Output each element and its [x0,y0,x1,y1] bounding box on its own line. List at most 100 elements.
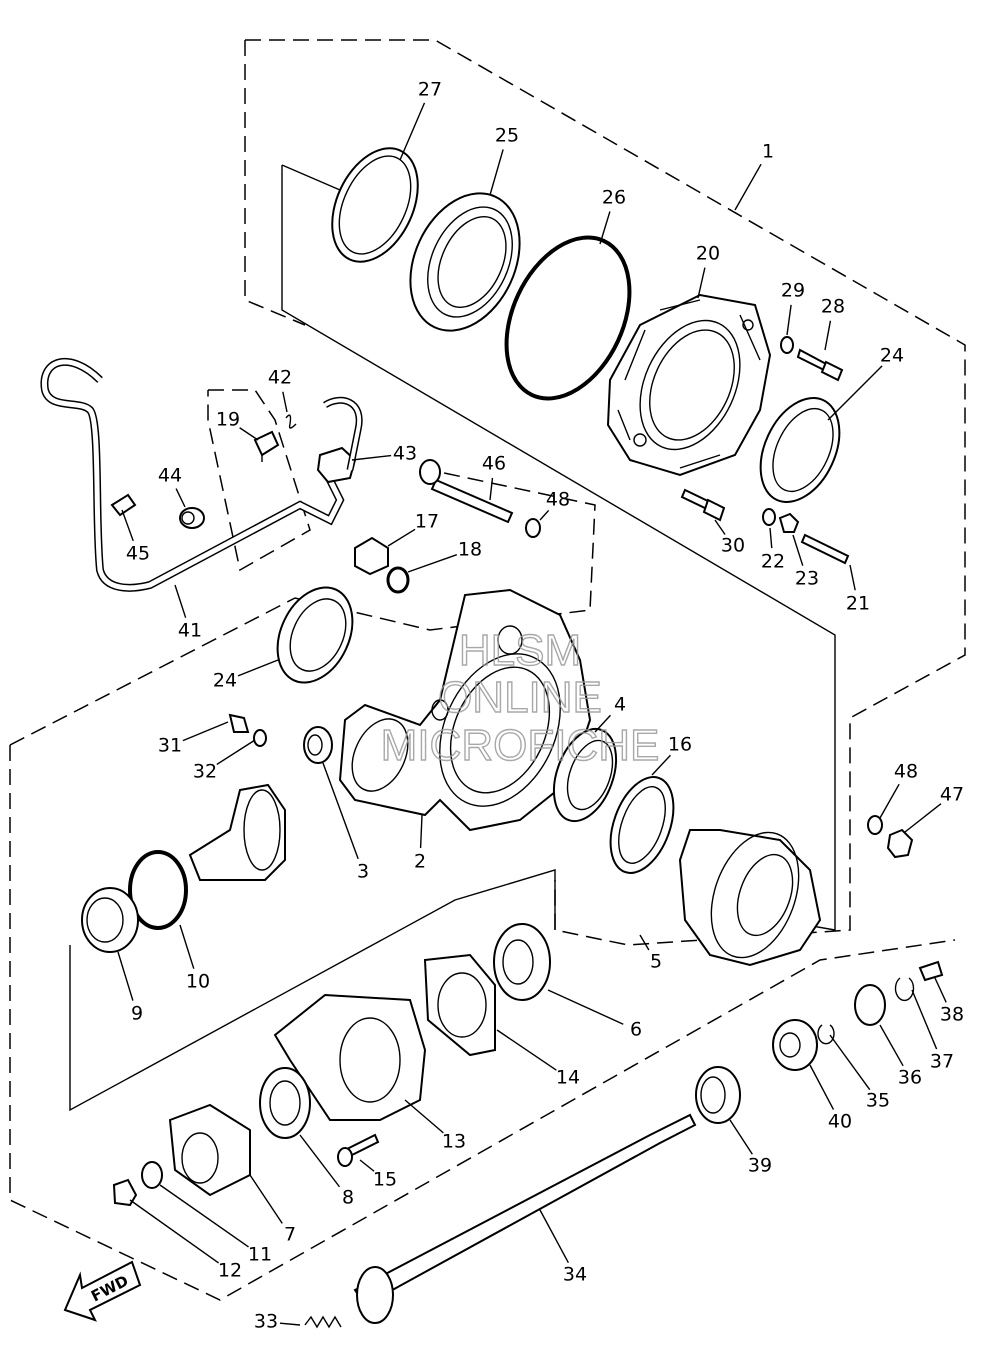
callout-label-12: 12 [218,1260,242,1282]
part-21-stud-bolt [800,533,850,565]
part-20-housing-cover [606,293,772,477]
part-18-gasket [386,566,410,594]
part-33-spring [304,1315,342,1329]
callout-label-10: 10 [186,971,210,993]
callout-label-6: 6 [630,1019,642,1041]
part-30-bolt [680,488,726,522]
callout-label-36: 36 [898,1067,922,1089]
leader-line-47 [904,803,942,833]
part-6-ball-bearing [493,923,551,1001]
callout-label-19: 19 [216,409,240,431]
leader-line-34 [539,1209,569,1264]
part-47-nut [886,828,914,859]
callout-label-43: 43 [393,443,417,465]
leader-line-3 [322,762,359,860]
leader-line-31 [182,721,229,742]
leader-line-8 [299,1134,341,1188]
part-36-bearing [854,984,886,1026]
part-16-shim [609,776,675,874]
callout-label-27: 27 [418,79,442,101]
callout-label-3: 3 [357,861,369,883]
part-46-long-bolt [419,459,514,524]
part-27-o-ring [331,147,419,263]
leader-line-30 [714,519,726,535]
leader-line-6 [547,989,624,1025]
callout-label-4: 4 [614,694,626,716]
group-line-top [281,164,341,191]
part-2-gear-case [338,588,592,832]
leader-line-46 [489,477,494,501]
leader-line-20 [697,267,706,299]
part-17-drain-plug [354,536,389,576]
leader-line-27 [399,102,426,161]
part-31-bolt [228,713,250,733]
leader-line-1 [734,163,762,211]
callout-label-15: 15 [373,1169,397,1191]
part-24-oil-seal-right [759,397,841,503]
part-15-bolt [337,1133,380,1167]
leader-line-18 [407,554,458,573]
leader-line-7 [249,1174,283,1224]
leader-line-4 [594,714,612,733]
callout-label-39: 39 [748,1155,772,1177]
callout-label-8: 8 [342,1187,354,1209]
part-4-needle-bearing [552,727,618,823]
callout-label-21: 21 [846,593,870,615]
callout-label-48b: 48 [894,761,918,783]
callout-label-1: 1 [762,141,774,163]
part-10-o-ring [128,850,188,930]
callout-label-45: 45 [126,543,150,565]
callout-label-29: 29 [781,280,805,302]
callout-label-18: 18 [458,539,482,561]
callout-label-2: 2 [414,851,426,873]
callout-label-5: 5 [650,951,662,973]
part-8-oil-seal [259,1067,311,1139]
callout-label-38: 38 [940,1004,964,1026]
part-3-collar [303,726,333,764]
leader-line-14 [496,1029,557,1071]
callout-label-20: 20 [696,243,720,265]
leader-line-40 [809,1064,835,1110]
leader-line-12 [129,1199,219,1264]
callout-label-47: 47 [940,784,964,806]
part-24-oil-seal-left [276,586,354,684]
leader-line-21 [849,564,856,591]
leader-line-29 [786,304,792,336]
part-34-drive-shaft [353,1113,697,1324]
callout-label-16: 16 [668,734,692,756]
callout-label-25: 25 [495,125,519,147]
callout-label-35: 35 [866,1090,890,1112]
leader-line-43 [351,454,392,461]
callout-label-17: 17 [415,511,439,533]
callout-label-26: 26 [602,187,626,209]
lower-assembly-boundary-2 [9,745,956,1301]
part-22-washer [762,508,776,526]
part-14-gasket [423,953,496,1057]
assembly-1-boundary-left [244,40,306,326]
callout-label-22: 22 [761,551,785,573]
assembly-1-boundary [245,39,966,946]
leader-line-9 [117,951,134,1001]
callout-label-42: 42 [268,367,292,389]
leader-line-38 [934,977,947,1003]
part-37-circlip [894,977,915,1002]
callout-label-24b: 24 [213,670,237,692]
callout-label-9: 9 [131,1003,143,1025]
callout-label-37: 37 [930,1051,954,1073]
leader-line-2 [419,814,423,849]
part-11-washer [141,1161,163,1189]
callout-label-34: 34 [563,1264,587,1286]
leader-line-33 [279,1322,301,1326]
leader-line-41 [174,584,187,618]
leader-line-42 [282,391,288,413]
assembly-boundaries [9,39,966,1301]
part-23-nut [778,512,800,533]
part-39-coupling [695,1066,741,1124]
callout-label-32: 32 [193,761,217,783]
watermark-line-3: MICROFICHE [381,721,660,770]
leader-line-24b [237,659,279,677]
leader-line-25 [489,149,504,196]
leader-line-11 [159,1184,249,1248]
leader-line-19 [239,427,259,441]
watermark-line-1: HLSM [459,626,581,675]
